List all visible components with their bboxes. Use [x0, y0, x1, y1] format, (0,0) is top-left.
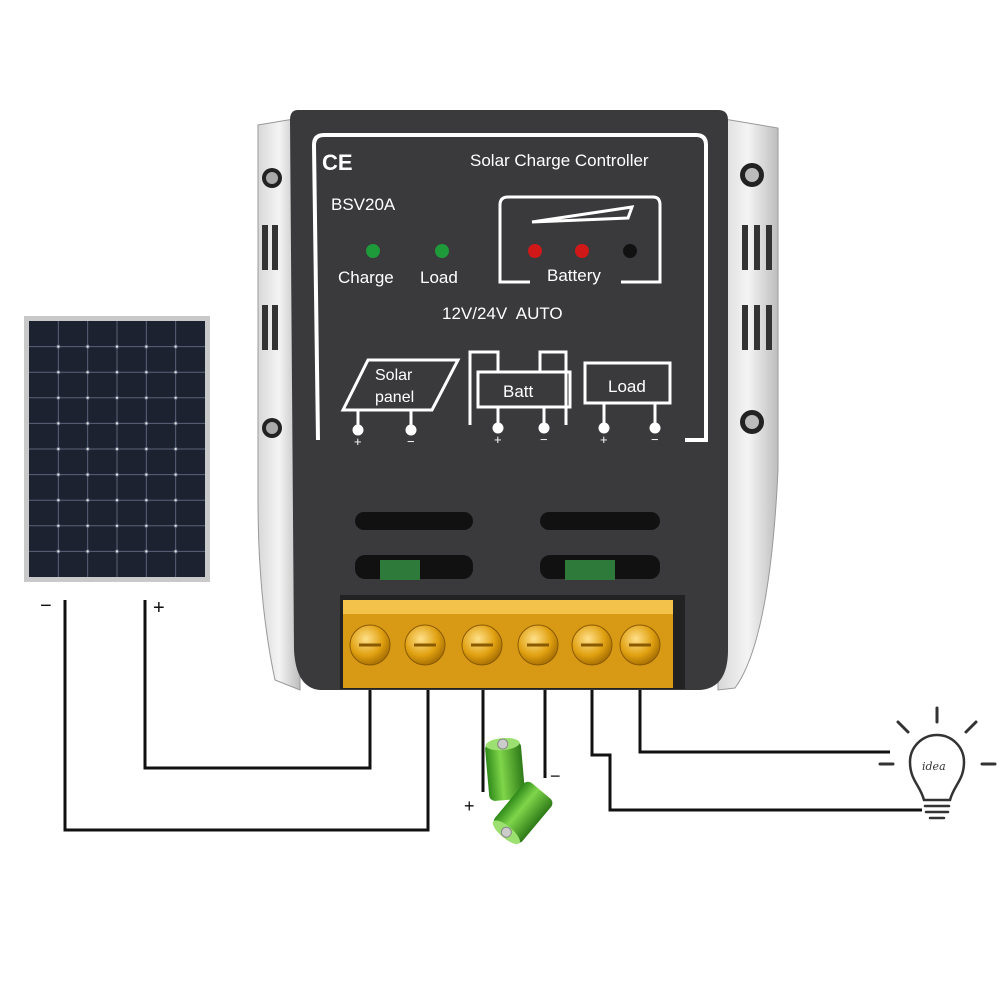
cell-dot — [173, 395, 178, 400]
battery-led-2 — [575, 244, 589, 258]
cell-dot — [56, 446, 61, 452]
battery-terminal-label: Batt — [503, 382, 534, 401]
charge-led — [366, 244, 380, 258]
battery-cells — [485, 737, 553, 845]
cell-dot — [114, 370, 120, 375]
battery-label: Battery — [547, 266, 601, 285]
cell-dot — [114, 446, 120, 452]
wire-panel-minus — [63, 600, 430, 832]
cell-dot — [56, 344, 61, 349]
cell-dot — [173, 498, 178, 503]
cell-dot — [114, 421, 120, 426]
terminal-block — [340, 595, 685, 689]
cell-dot — [173, 446, 178, 452]
cell-dot — [173, 472, 178, 477]
load-led — [435, 244, 449, 258]
cell-dot — [114, 472, 120, 477]
cell-dot — [56, 472, 61, 477]
light-bulb-icon — [878, 706, 997, 820]
cell-dot — [114, 344, 120, 349]
load-plus: + — [600, 432, 608, 447]
solar-terminal-label-1: Solar — [375, 367, 413, 384]
panel-plus-label: + — [153, 597, 165, 619]
battery-plus: + — [494, 432, 502, 447]
cell-dot — [85, 523, 90, 528]
cell-dot — [114, 395, 120, 400]
panel-minus-label: − — [40, 595, 52, 617]
cell-dot — [85, 421, 90, 426]
cell-dot — [85, 344, 90, 349]
cell-dot — [114, 523, 120, 528]
wires — [63, 600, 922, 832]
cell-dot — [85, 395, 90, 400]
cell-dot — [144, 523, 149, 528]
controller-title: Solar Charge Controller — [470, 151, 649, 170]
solar-minus: − — [407, 434, 415, 449]
wire-panel-plus — [143, 600, 372, 770]
cell-dot — [114, 549, 120, 554]
solar-panel — [24, 316, 210, 582]
cell-dot — [56, 498, 61, 503]
cell-dot — [56, 523, 61, 528]
cell-dot — [85, 472, 90, 477]
cell-dot — [85, 498, 90, 503]
cell-dot — [56, 395, 61, 400]
voltage-label: 12V/24V AUTO — [442, 304, 563, 323]
cell-dot — [56, 421, 61, 426]
cell-dot — [173, 344, 178, 349]
model-number: BSV20A — [331, 195, 396, 214]
battery-minus-label: − — [550, 766, 561, 786]
cell-dot — [144, 498, 149, 503]
cell-dot — [144, 370, 149, 375]
load-indicator-label: Load — [420, 268, 458, 287]
solar-terminal-label-2: panel — [375, 389, 414, 406]
load-terminal-label: Load — [608, 377, 646, 396]
cell-dot — [85, 549, 90, 554]
cell-dot — [144, 472, 149, 477]
cell-dot — [85, 370, 90, 375]
battery-led-3 — [623, 244, 637, 258]
bulb-text: idea — [922, 760, 946, 773]
ce-mark: CE — [322, 150, 353, 175]
cell-dot — [56, 370, 61, 375]
cell-dot — [144, 446, 149, 452]
cell-dot — [114, 498, 120, 503]
cell-dot — [144, 395, 149, 400]
battery-plus-label: + — [464, 796, 475, 816]
load-minus: − — [651, 432, 659, 447]
cell-dot — [144, 549, 149, 554]
battery-led-1 — [528, 244, 542, 258]
cell-dot — [173, 421, 178, 426]
charge-controller — [257, 110, 779, 691]
cell-dot — [56, 549, 61, 554]
charge-label: Charge — [338, 268, 394, 287]
cell-dot — [85, 446, 90, 452]
cell-dot — [144, 344, 149, 349]
cell-dot — [173, 370, 178, 375]
cell-dot — [144, 421, 149, 426]
cell-dot — [173, 549, 178, 554]
wire-load-plus — [638, 688, 890, 754]
battery-minus: − — [540, 432, 548, 447]
cell-dot — [173, 523, 178, 528]
wire-load-minus — [590, 688, 922, 812]
solar-plus: + — [354, 434, 362, 449]
